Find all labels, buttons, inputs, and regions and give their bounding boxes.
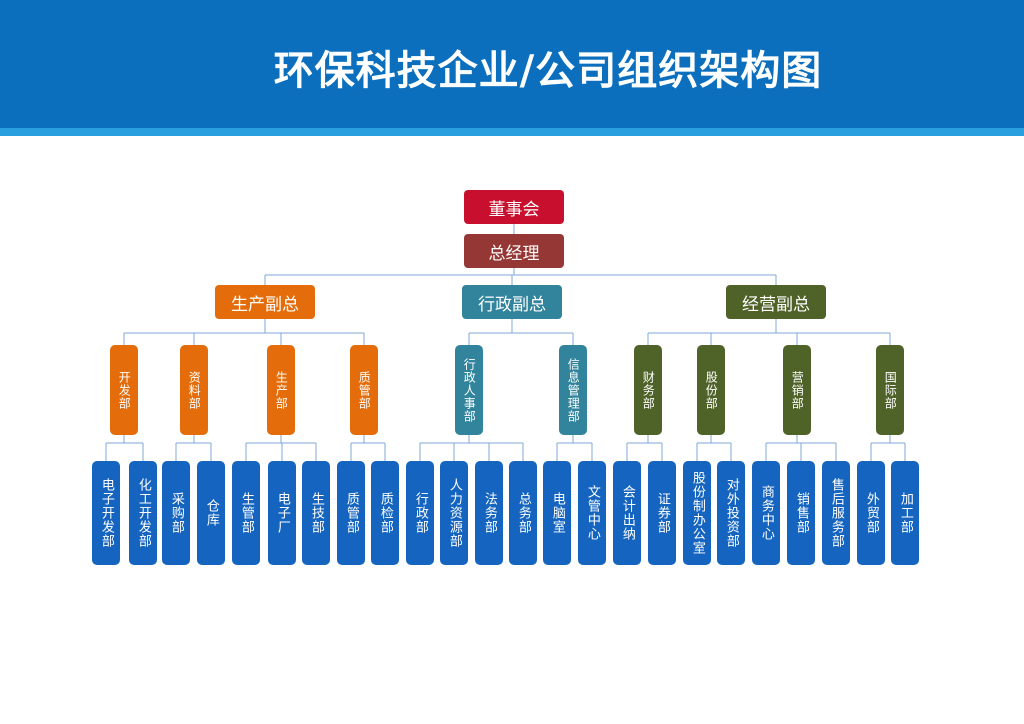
general-manager-node: 总经理 — [464, 234, 564, 268]
department-node: 国际部 — [876, 345, 904, 435]
unit-node: 生技部 — [302, 461, 330, 565]
unit-node: 证券部 — [648, 461, 676, 565]
unit-node: 电脑室 — [543, 461, 571, 565]
unit-node: 生管部 — [232, 461, 260, 565]
vp-node: 行政副总 — [462, 285, 562, 319]
unit-node: 化工开发部 — [129, 461, 157, 565]
unit-node: 质检部 — [371, 461, 399, 565]
unit-node: 行政部 — [406, 461, 434, 565]
unit-node: 外贸部 — [857, 461, 885, 565]
department-node: 股份部 — [697, 345, 725, 435]
unit-node: 采购部 — [162, 461, 190, 565]
department-node: 生产部 — [267, 345, 295, 435]
unit-node: 销售部 — [787, 461, 815, 565]
department-node: 资料部 — [180, 345, 208, 435]
department-node: 质管部 — [350, 345, 378, 435]
unit-node: 电子厂 — [268, 461, 296, 565]
unit-node: 股份制办公室 — [683, 461, 711, 565]
department-node: 营销部 — [783, 345, 811, 435]
unit-node: 法务部 — [475, 461, 503, 565]
unit-node: 售后服务部 — [822, 461, 850, 565]
unit-node: 对外投资部 — [717, 461, 745, 565]
unit-node: 商务中心 — [752, 461, 780, 565]
department-node: 信息管理部 — [559, 345, 587, 435]
vp-node: 生产副总 — [215, 285, 315, 319]
unit-node: 仓库 — [197, 461, 225, 565]
unit-node: 会计出纳 — [613, 461, 641, 565]
unit-node: 总务部 — [509, 461, 537, 565]
unit-node: 人力资源部 — [440, 461, 468, 565]
department-node: 财务部 — [634, 345, 662, 435]
page-title: 环保科技企业/公司组织架构图 — [273, 47, 823, 94]
unit-node: 文管中心 — [578, 461, 606, 565]
vp-node: 经营副总 — [726, 285, 826, 319]
unit-node: 质管部 — [337, 461, 365, 565]
unit-node: 电子开发部 — [92, 461, 120, 565]
header-stripe — [0, 128, 1024, 136]
unit-node: 加工部 — [891, 461, 919, 565]
department-node: 行政人事部 — [455, 345, 483, 435]
board-node: 董事会 — [464, 190, 564, 224]
header-banner — [0, 0, 1024, 128]
department-node: 开发部 — [110, 345, 138, 435]
